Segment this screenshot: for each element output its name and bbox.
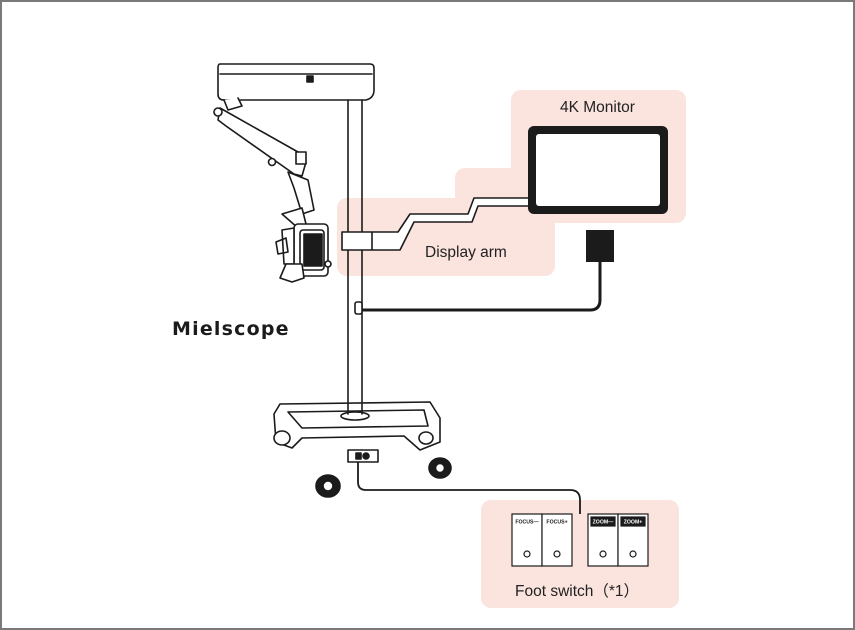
stand-base [273, 401, 441, 463]
foot-button-focus-minus: FOCUS— [515, 520, 539, 526]
brand-logo-text: Mielscope [172, 318, 290, 340]
monitor-cable [362, 230, 614, 312]
microscope-head [275, 207, 332, 283]
microscope-arm [213, 97, 315, 215]
foot-switch-label: Foot switch（*1） [515, 583, 640, 600]
foot-switch-cable [357, 462, 581, 514]
monitor-label: 4K Monitor [560, 99, 635, 116]
monitor-device [528, 126, 668, 214]
vertical-pole [347, 99, 363, 405]
wheels [273, 430, 452, 498]
display-arm-label: Display arm [425, 244, 507, 261]
top-beam [217, 63, 375, 101]
foot-button-zoom-minus: ZOOM— [593, 520, 615, 526]
display-arm [341, 197, 531, 251]
foot-button-zoom-plus: ZOOM+ [624, 520, 643, 526]
foot-switch-device [511, 513, 649, 567]
foot-button-focus-plus: FOCUS+ [546, 520, 567, 526]
